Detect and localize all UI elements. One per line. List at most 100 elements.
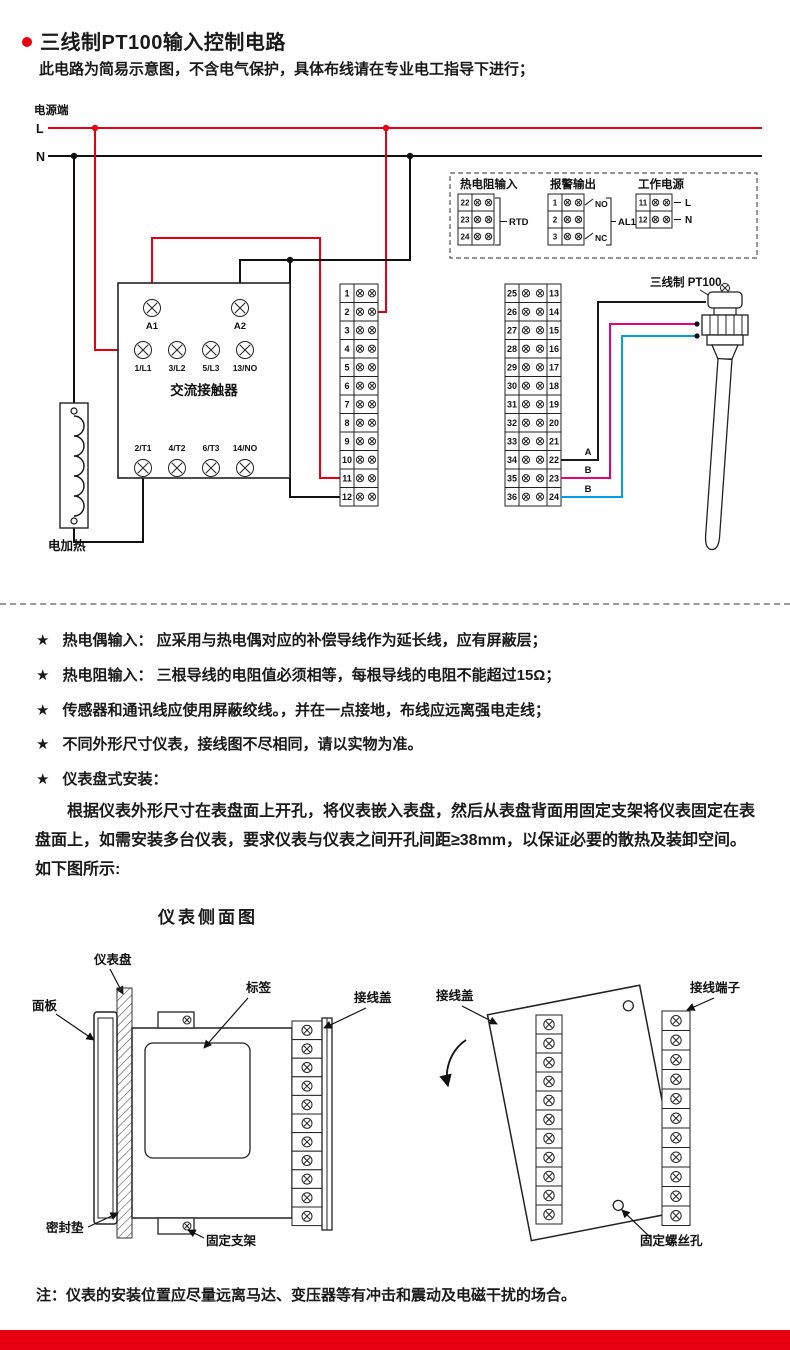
heater-label: 电加热 xyxy=(48,538,86,553)
contactor-terminal-label: 3/L2 xyxy=(168,363,185,373)
svg-text:31: 31 xyxy=(507,399,517,409)
front-bezel xyxy=(93,1011,118,1225)
label-terminals: 接线端子 xyxy=(690,980,741,995)
coil-icon xyxy=(73,415,85,517)
label-tag: 标签 xyxy=(245,980,272,995)
wire-coil-to-n xyxy=(239,156,411,302)
pointer-line xyxy=(187,1229,205,1239)
svg-text:11: 11 xyxy=(342,473,352,483)
legend-rtd-label: RTD xyxy=(509,217,529,228)
label-front-panel: 面板 xyxy=(32,998,58,1013)
legend-n-label: N xyxy=(685,215,692,226)
contactor-terminal-label: 13/NO xyxy=(233,363,258,373)
line-l-label: L xyxy=(36,122,44,136)
svg-text:8: 8 xyxy=(344,418,349,428)
legend-rtd-title: 热电阻输入 xyxy=(460,177,518,191)
svg-text:25: 25 xyxy=(507,288,517,298)
svg-text:26: 26 xyxy=(507,307,517,317)
svg-text:15: 15 xyxy=(549,325,559,335)
svg-text:6: 6 xyxy=(344,381,349,391)
wire-coil-to-terminal11 xyxy=(151,237,340,479)
svg-text:23: 23 xyxy=(461,216,470,225)
pointer-line xyxy=(87,1212,119,1228)
legend-alarm-terminals: 123 xyxy=(547,193,585,246)
wire-l-to-terminal2 xyxy=(378,128,387,313)
note-text: 热电偶输入： 应采用与热电偶对应的补偿导线作为延长线，应有屏蔽层； xyxy=(62,632,547,649)
contactor-box: A1 A2 1/L1 3/L2 5/L3 13/NO 交流接触器 2/T1 4/… xyxy=(117,282,291,479)
svg-text:23: 23 xyxy=(549,473,559,483)
note-text: 热电阻输入： 三根导线的电阻值必须相等，每根导线的电阻不能超过15Ω； xyxy=(62,666,561,684)
pointer-line xyxy=(686,997,715,1011)
wiring-diagram: 电源端 L N A1 A2 1/L1 3/L2 5/L3 13/NO 交流 xyxy=(34,103,762,553)
contactor-terminal-label: 1/L1 xyxy=(134,363,151,373)
contactor-terminal-label: 6/T3 xyxy=(202,443,219,453)
wire-heater-to-contactor xyxy=(73,476,144,543)
pt100-wire-b2 xyxy=(561,335,696,498)
svg-text:1: 1 xyxy=(344,288,349,298)
note-item: ★不同外形尺寸仪表，接线图不尽相同，请以实物为准。 xyxy=(36,734,768,756)
notes-list: ★ 热电偶输入： 应采用与热电偶对应的补偿导线作为延长线，应有屏蔽层； ★ 热电阻输… xyxy=(36,630,768,804)
label-screw-hole: 固定螺丝孔 xyxy=(640,1233,703,1248)
wire-end-dot xyxy=(694,321,700,327)
star-bullet-icon: ★ xyxy=(36,632,50,649)
svg-text:28: 28 xyxy=(507,344,517,354)
note-item: ★ 热电偶输入： 应采用与热电偶对应的补偿导线作为延长线，应有屏蔽层； xyxy=(36,630,768,652)
svg-text:7: 7 xyxy=(344,399,349,409)
star-bullet-icon: ★ xyxy=(36,736,50,754)
side-view-title: 仪表侧面图 xyxy=(158,908,258,927)
svg-text:19: 19 xyxy=(549,399,559,409)
note-text: 传感器和通讯线应使用屏蔽绞线。，并在一点接地，布线应远离强电走线； xyxy=(62,701,550,719)
line-n-label: N xyxy=(36,150,45,164)
label-sticker xyxy=(144,1042,251,1159)
panel-board-hatch xyxy=(116,987,133,1239)
footer-red-bar xyxy=(0,1330,790,1350)
install-paragraph: 根据仪表外形尺寸在表盘面上开孔，将仪表嵌入表盘，然后从表盘背面用固定支架将仪表固… xyxy=(35,803,756,879)
legend-no-label: NO xyxy=(595,199,608,209)
no-contact-icon xyxy=(584,198,594,206)
label-bracket: 固定支架 xyxy=(206,1233,257,1248)
coil-terminal-a1: A1 xyxy=(146,321,159,332)
contactor-terminal-label: 2/T1 xyxy=(134,443,151,453)
wire-end-dot xyxy=(694,333,700,339)
note-item: ★仪表盘式安装： xyxy=(36,769,768,791)
tilted-cover xyxy=(486,984,685,1242)
sensor-label: 三线制 PT100 xyxy=(650,275,722,289)
svg-text:29: 29 xyxy=(507,362,517,372)
svg-text:27: 27 xyxy=(507,325,517,335)
pt100-sensor-drawing xyxy=(701,283,749,551)
svg-text:3: 3 xyxy=(344,325,349,335)
svg-text:4: 4 xyxy=(344,344,349,354)
svg-text:9: 9 xyxy=(344,436,349,446)
svg-text:10: 10 xyxy=(342,455,352,465)
svg-text:30: 30 xyxy=(507,381,517,391)
svg-text:2: 2 xyxy=(553,216,558,225)
note-item: ★传感器和通讯线应使用屏蔽绞线。，并在一点接地，布线应远离强电走线； xyxy=(36,700,768,722)
svg-text:22: 22 xyxy=(549,455,559,465)
rear-terminal-strip-right xyxy=(661,1010,691,1226)
pointer-line xyxy=(323,1007,367,1029)
svg-text:2: 2 xyxy=(344,307,349,317)
contactor-terminal-label: 4/T2 xyxy=(168,443,185,453)
wire-n-to-terminal12 xyxy=(289,260,340,498)
svg-text:35: 35 xyxy=(507,473,517,483)
svg-text:36: 36 xyxy=(507,492,517,502)
power-source-label: 电源端 xyxy=(34,103,69,117)
svg-text:22: 22 xyxy=(461,199,470,208)
svg-text:5: 5 xyxy=(344,362,349,372)
rear-terminal-strip-left xyxy=(535,1014,563,1225)
svg-text:21: 21 xyxy=(549,436,559,446)
coil-terminal-a2: A2 xyxy=(234,321,246,332)
svg-text:16: 16 xyxy=(549,344,559,354)
pt100-wire-b1 xyxy=(561,323,696,479)
pointer-line xyxy=(461,1005,498,1025)
sensor-probe xyxy=(704,357,733,551)
legend-l-label: L xyxy=(685,198,691,209)
svg-text:11: 11 xyxy=(639,199,648,208)
page-title: 三线制PT100输入控制电路 xyxy=(40,32,286,54)
side-view-diagram: 仪表盘 面板 标签 固定支架 密封垫 接线盖 接线盖 xyxy=(32,952,741,1248)
pt100-wire-a xyxy=(561,301,706,461)
